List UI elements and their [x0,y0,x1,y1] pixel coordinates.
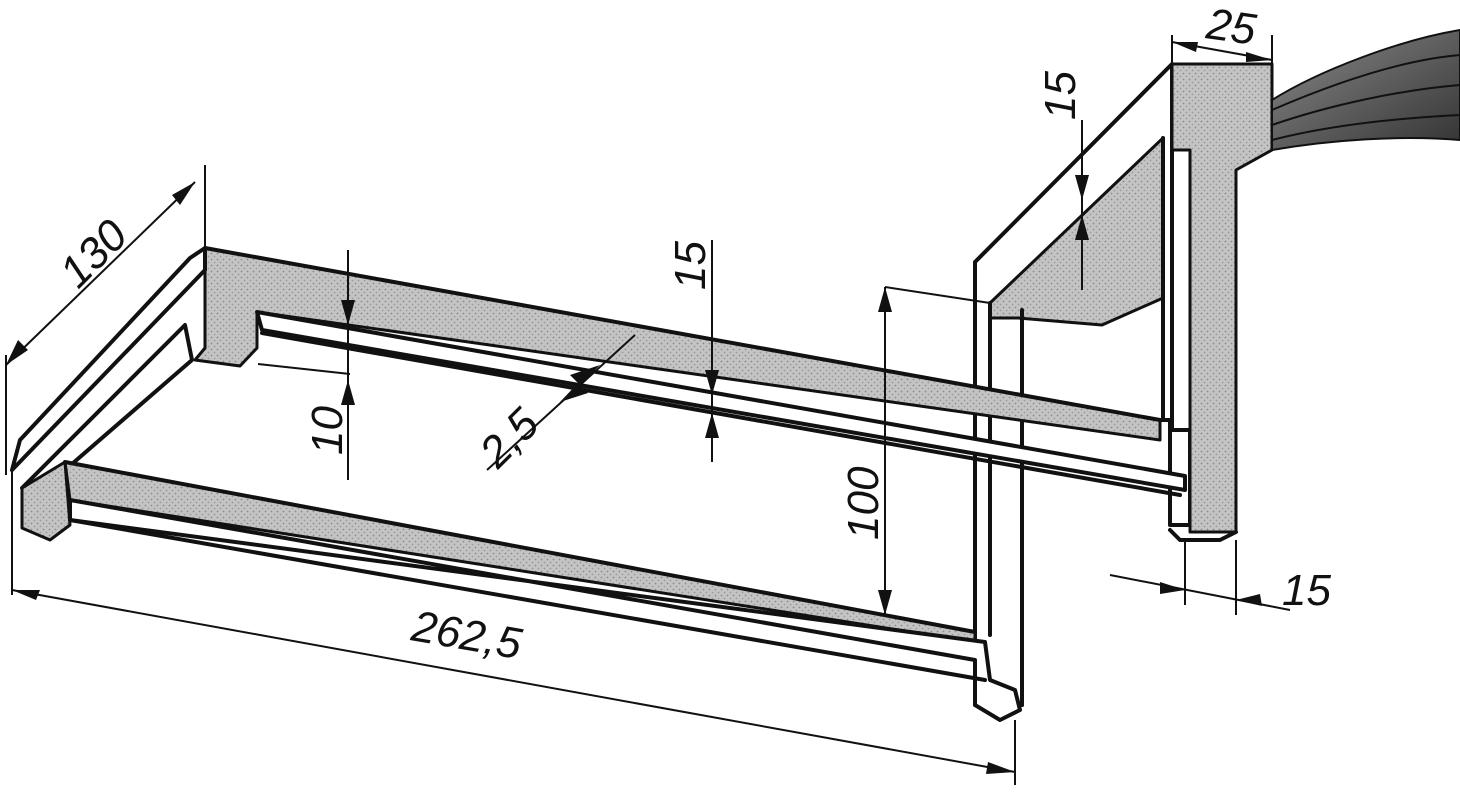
dim-2-5-arrow-a [570,365,600,385]
dim-100-arrow-top [878,287,892,312]
dim-15-foot-arrow-b [1236,594,1262,606]
dim-100-arrow-bottom [878,590,892,615]
dim-thickness-label: 2,5 [470,399,549,478]
dim-15-mid-arrow-bottom [705,413,719,438]
brush-bristles [1271,28,1460,152]
left-end-shaded [20,460,72,542]
dim-130-line [5,181,196,366]
post-foot [1168,528,1238,542]
bottom-rail-edge [63,460,977,634]
top-rail-edge [203,246,1162,422]
bottom-rail-lower-edge [68,518,987,682]
dimension-lines [5,35,1291,785]
dim-15-mid-arrow-top [705,370,719,395]
bottom-rail [63,460,1022,722]
top-rail [193,246,1187,497]
dim-10-arrow-top [341,300,355,325]
dim-130-arrow-b [172,182,195,205]
dim-15-top-arrow-b [1075,215,1089,240]
dim-post-width-label: 25 [1203,0,1260,55]
dim-2-5-arrow-b [560,383,588,402]
dim-15-top-arrow-a [1075,175,1089,200]
dim-post-side-label: 15 [1282,566,1331,615]
top-rail-lower-edge [260,331,1182,497]
dim-25-arrow-left [1172,42,1198,52]
bottom-rail-lip [68,498,1022,722]
left-end-top [10,246,207,472]
dim-width-label: 130 [50,210,137,297]
dim-130-arrow-a [6,340,28,365]
dim-flange-label: 15 [666,241,715,290]
dim-15-foot-arrow-a [1160,582,1185,594]
dim-length-label: 262,5 [407,601,525,669]
dim-262-arrow-right [986,762,1015,774]
dim-25-arrow-right [1246,52,1272,62]
dim-lip-label: 10 [303,406,352,455]
dim-height-label: 100 [839,466,888,540]
top-rail-lip [255,310,1187,492]
vertical-post [973,62,1274,707]
dim-262-arrow-left [12,590,40,600]
dim-post-flange-label: 15 [1036,71,1085,120]
dim-262-line [11,589,1016,773]
left-end [10,246,207,542]
dim-2-5-line [486,334,636,471]
top-rail-shaded-face [193,246,1162,442]
dim-10-arrow-bottom [341,380,355,405]
dim-15-foot-line [1109,574,1291,611]
